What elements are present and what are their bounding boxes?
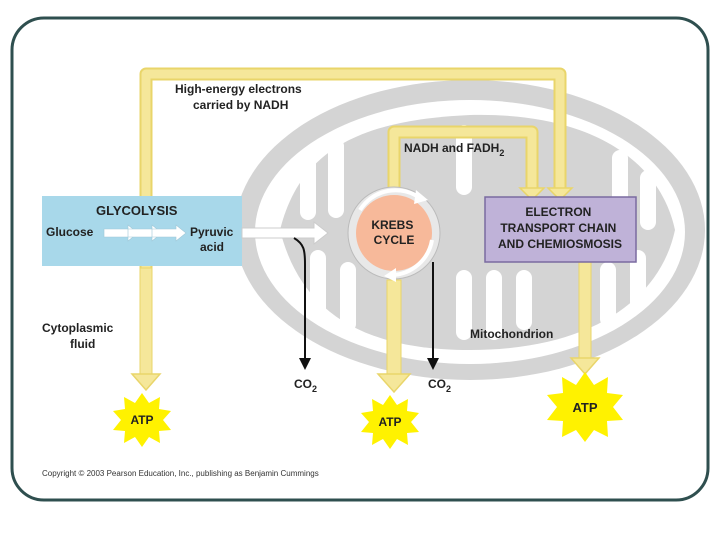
atp-burst-etc: ATP bbox=[547, 372, 623, 442]
svg-text:ATP: ATP bbox=[378, 415, 401, 429]
mitochondrion-label: Mitochondrion bbox=[470, 327, 553, 341]
co2-label-pyruvate: CO2 bbox=[294, 377, 317, 394]
glucose-label: Glucose bbox=[46, 225, 94, 239]
electron-transport-label: ELECTRON TRANSPORT CHAIN AND CHEMIOSMOSI… bbox=[498, 205, 622, 251]
glycolysis-step-arrows bbox=[103, 224, 187, 242]
krebs-cycle bbox=[347, 186, 441, 282]
atp-burst-krebs: ATP bbox=[361, 395, 419, 449]
co2-arrow-pyruvate bbox=[293, 237, 311, 370]
copyright-notice: Copyright © 2003 Pearson Education, Inc.… bbox=[42, 469, 319, 478]
fadh-electron-pathway bbox=[387, 125, 546, 202]
pyruvic-acid-label: Pyruvic acid bbox=[190, 225, 237, 254]
krebs-cycle-label: KREBS CYCLE bbox=[371, 218, 416, 247]
glycolysis-title: GLYCOLYSIS bbox=[96, 203, 178, 218]
glycolysis-atp-arrow bbox=[130, 267, 162, 392]
co2-label-krebs: CO2 bbox=[428, 377, 451, 394]
atp-burst-glycolysis: ATP bbox=[113, 393, 171, 447]
krebs-atp-arrow bbox=[376, 279, 412, 394]
svg-text:ATP: ATP bbox=[572, 400, 597, 415]
cytoplasmic-fluid-label: Cytoplasmic fluid bbox=[42, 321, 117, 351]
etc-atp-arrow bbox=[569, 261, 601, 376]
svg-text:ATP: ATP bbox=[130, 413, 153, 427]
electron-transport-box bbox=[484, 196, 637, 263]
nadh-pathway-label: High-energy electrons carried by NADH bbox=[175, 82, 305, 112]
pyruvate-to-krebs-arrow bbox=[241, 220, 329, 246]
fadh-pathway-label: NADH and FADH2 bbox=[404, 141, 504, 158]
